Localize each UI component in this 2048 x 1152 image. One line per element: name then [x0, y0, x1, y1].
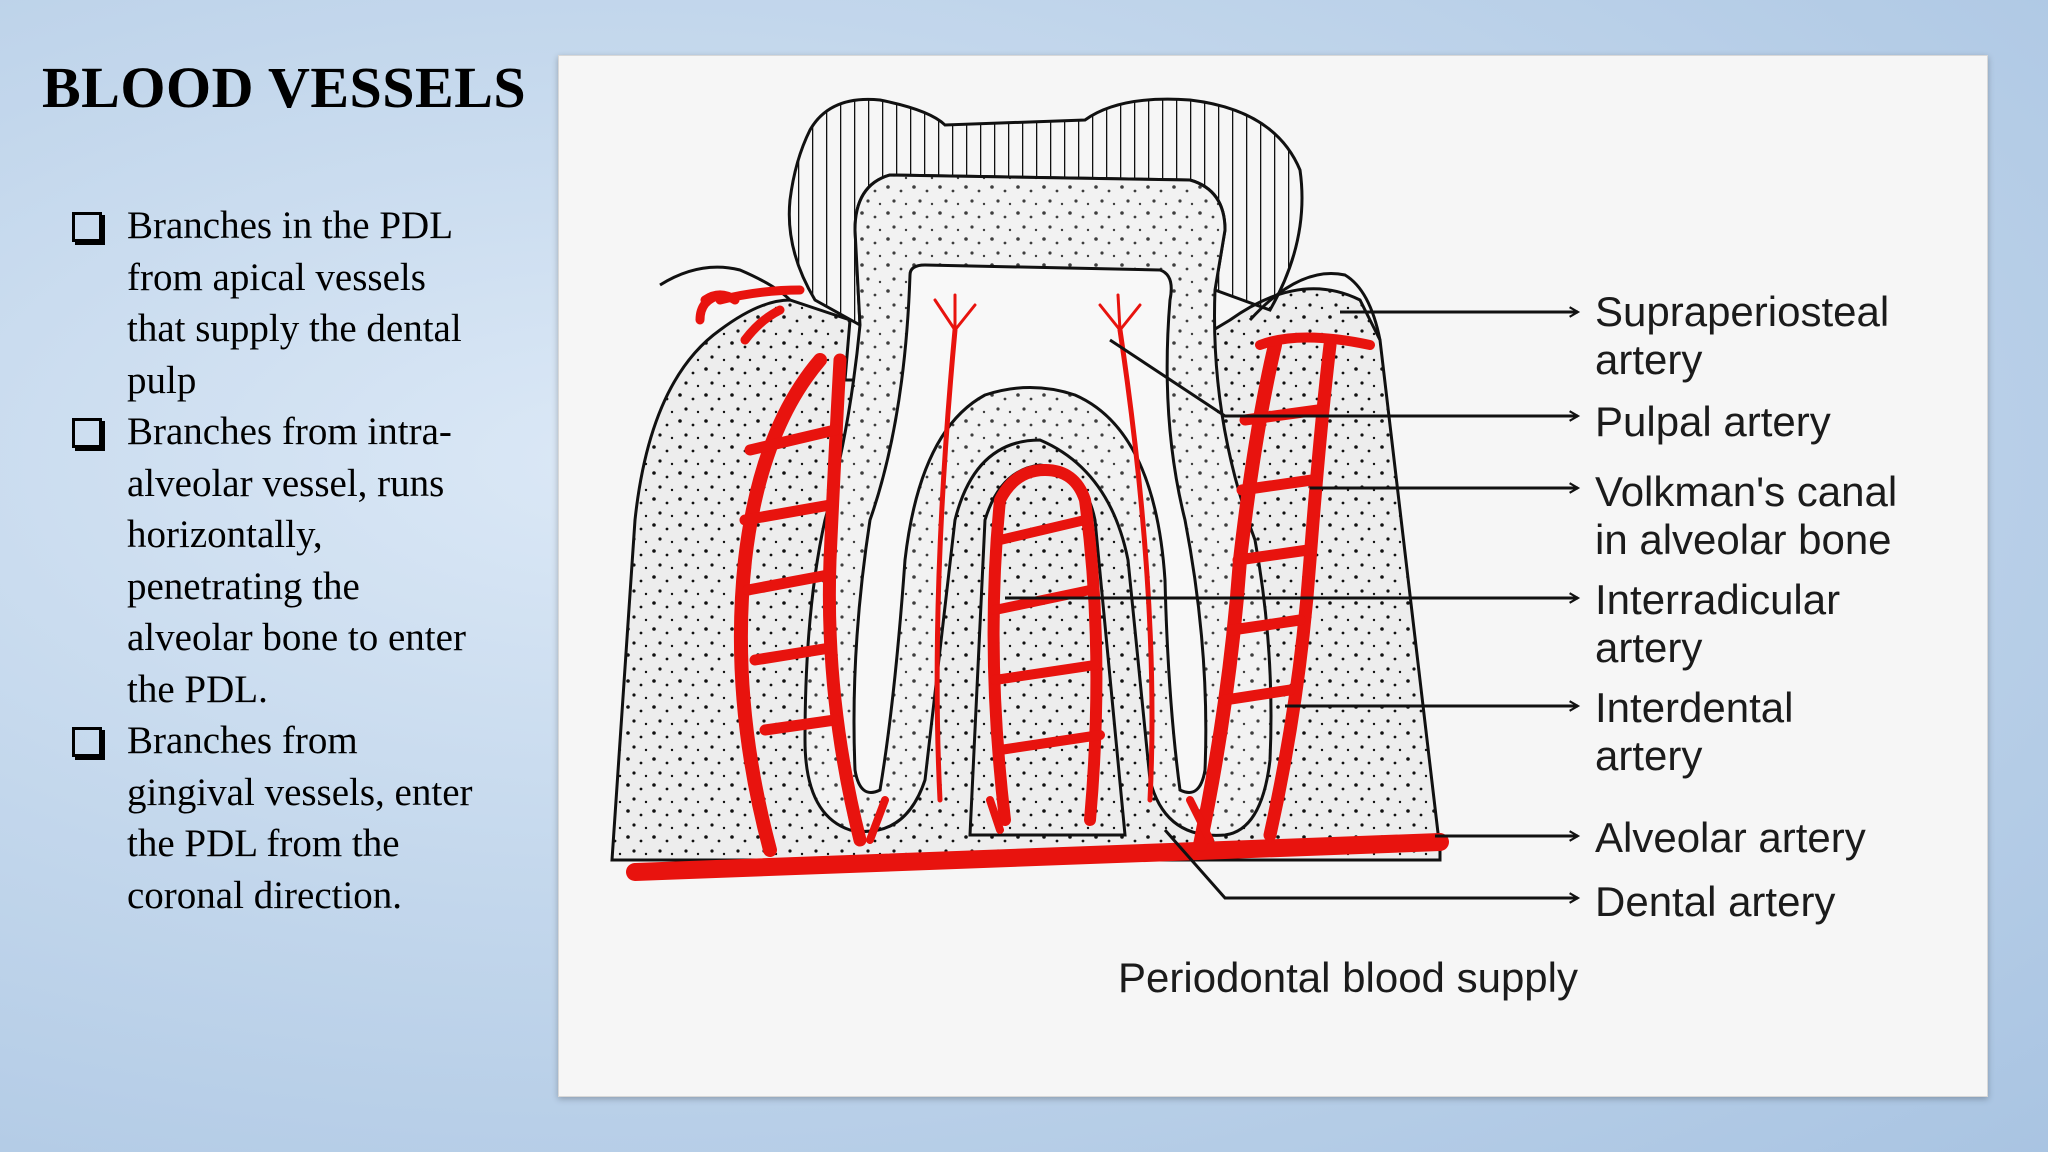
leader-lines: [1005, 306, 1581, 904]
bullet-item: Branches in the PDL from apical vessels …: [70, 200, 490, 406]
label-supraperiosteal-line2: artery: [1595, 336, 1702, 383]
label-supraperiosteal-line1: Supraperiosteal: [1595, 288, 1889, 335]
label-alveolar-artery: Alveolar artery: [1595, 814, 1866, 861]
bullet-text: Branches from intra-alveolar vessel, run…: [127, 410, 466, 711]
diagram-caption: Periodontal blood supply: [1118, 954, 1578, 1001]
blood-vessels: [626, 285, 1449, 881]
label-interradicular-line1: Interradicular: [1595, 576, 1840, 623]
square-checkbox-icon: [72, 727, 102, 757]
label-volkman-line1: Volkman's canal: [1595, 468, 1897, 515]
square-checkbox-icon: [72, 418, 102, 448]
bullet-list: Branches in the PDL from apical vessels …: [70, 200, 490, 921]
label-interdental-line2: artery: [1595, 732, 1702, 779]
label-pulpal-artery: Pulpal artery: [1595, 398, 1831, 445]
square-checkbox-icon: [72, 212, 102, 242]
bullet-item: Branches from gingival vessels, enter th…: [70, 715, 490, 921]
label-interradicular-line2: artery: [1595, 624, 1702, 671]
diagram-labels: Supraperiosteal artery Pulpal artery Vol…: [1118, 288, 1897, 1001]
label-dental-artery: Dental artery: [1595, 878, 1835, 925]
label-interdental-line1: Interdental: [1595, 684, 1793, 731]
label-volkman-line2: in alveolar bone: [1595, 516, 1892, 563]
bullet-text: Branches from gingival vessels, enter th…: [127, 719, 473, 917]
bullet-text: Branches in the PDL from apical vessels …: [127, 204, 462, 402]
bullet-item: Branches from intra-alveolar vessel, run…: [70, 406, 490, 715]
slide-title: BLOOD VESSELS: [42, 55, 527, 120]
